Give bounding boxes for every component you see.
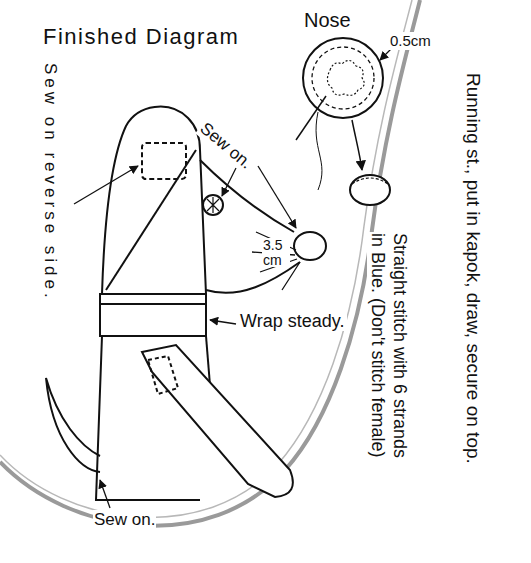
instruction-note: Sew on. xyxy=(93,510,156,530)
hat-band xyxy=(100,303,206,305)
diagram-title: Finished Diagram xyxy=(42,24,240,50)
gnome-hat xyxy=(106,150,196,290)
nose-detail xyxy=(352,120,362,170)
gnome-foot xyxy=(46,378,100,472)
gnome-face xyxy=(294,232,326,260)
guide-arc xyxy=(0,0,420,526)
leader-line xyxy=(210,320,236,324)
gnome-foot xyxy=(46,378,100,472)
instruction-note: Sew on. xyxy=(195,118,257,174)
hat-band xyxy=(100,294,206,336)
gnome-face xyxy=(203,195,223,215)
instruction-note: Sew on reverse side. xyxy=(40,62,60,303)
hat-band xyxy=(100,294,206,336)
guide-arc xyxy=(0,0,420,526)
gnome-hat xyxy=(142,143,186,179)
gnome-face xyxy=(207,197,219,213)
leader-line xyxy=(222,168,236,196)
instruction-note: Running st., put in kapok, draw, secure … xyxy=(461,72,484,465)
gnome-body xyxy=(148,356,178,394)
gnome-face xyxy=(200,160,326,293)
nose-detail xyxy=(296,38,390,205)
guide-arc xyxy=(0,0,412,517)
nose-detail xyxy=(350,175,390,205)
dimension: 0.5cm xyxy=(389,32,432,50)
nose-detail xyxy=(352,178,388,184)
gnome-face xyxy=(252,232,300,290)
part-name: Nose xyxy=(303,8,352,32)
gnome-hat xyxy=(102,107,206,294)
dimension: 3.5 cm xyxy=(262,238,290,267)
leader-line xyxy=(100,480,110,508)
nose-detail xyxy=(312,47,374,109)
instruction-note: Wrap steady. xyxy=(240,312,347,331)
leader-line xyxy=(74,166,138,204)
gnome-body xyxy=(142,345,293,497)
gnome-body xyxy=(96,336,293,500)
nose-detail xyxy=(316,112,322,190)
instruction-note: Straight stitch with 6 strands in Blue. … xyxy=(367,232,410,466)
gnome-hat xyxy=(102,107,206,294)
nose-detail xyxy=(327,60,364,95)
nose-detail xyxy=(296,96,326,140)
gnome-face xyxy=(200,160,294,232)
leader-line xyxy=(258,166,296,228)
nose-detail xyxy=(303,38,383,118)
